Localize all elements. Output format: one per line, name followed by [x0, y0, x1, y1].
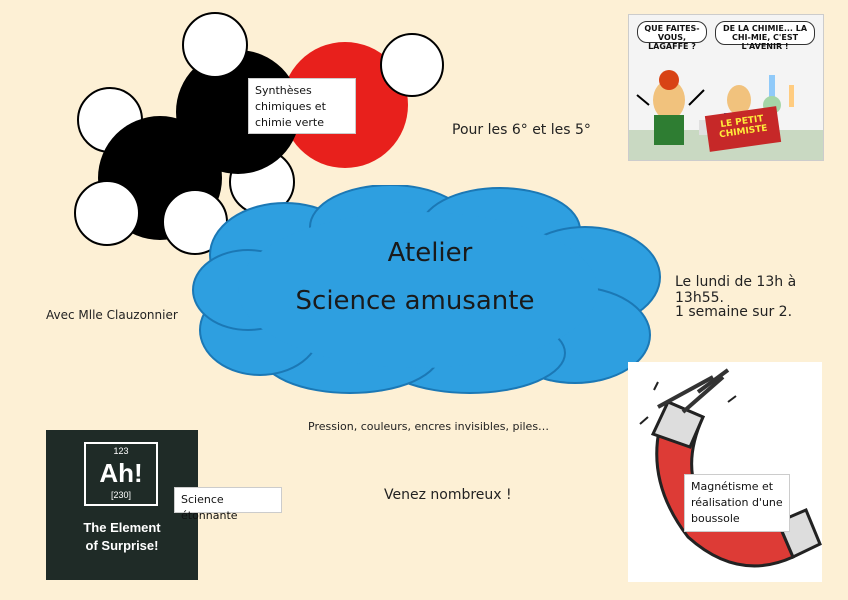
magnet-label: Magnétisme et réalisation d'une boussole	[684, 474, 790, 532]
comic-image: QUE FAITES-VOUS, LAGAFFE ? DE LA CHIMIE.…	[628, 14, 824, 161]
cloud-shape	[192, 185, 661, 394]
magnet-illustration	[639, 368, 822, 568]
magnet-image: Magnétisme et réalisation d'une boussole	[628, 362, 822, 582]
cloud-subtitle: Science amusante	[295, 286, 535, 316]
element-mass: [230]	[110, 490, 132, 500]
atom-hydrogen	[182, 12, 248, 78]
molecule-label: Synthèses chimiques et chimie verte	[248, 78, 356, 134]
atom-hydrogen	[380, 33, 444, 97]
element-symbol-box: 123 Ah! [230]	[84, 442, 158, 506]
topics-text: Pression, couleurs, encres invisibles, p…	[308, 420, 550, 433]
invitation-text: Venez nombreux !	[384, 487, 512, 503]
comic-bubble-right: DE LA CHIMIE... LA CHI-MIE, C'EST L'AVEN…	[715, 21, 815, 51]
element-tile: 123 Ah! [230] The Element of Surprise!	[46, 430, 198, 580]
element-number: 123	[113, 446, 129, 456]
atom-hydrogen	[74, 180, 140, 246]
element-caption-line1: The Element	[83, 520, 161, 535]
schedule-frequency: 1 semaine sur 2.	[675, 304, 793, 320]
element-caption-line2: of Surprise!	[85, 538, 159, 553]
molecule-graphic	[74, 12, 444, 255]
teacher-text: Avec Mlle Clauzonnier	[46, 308, 178, 322]
comic-bubble-left: QUE FAITES-VOUS, LAGAFFE ?	[637, 21, 707, 51]
cloud-title: Atelier	[387, 238, 473, 268]
schedule-time: Le lundi de 13h à 13h55.	[675, 274, 797, 306]
element-symbol: Ah!	[99, 458, 143, 488]
audience-text: Pour les 6° et les 5°	[452, 122, 591, 138]
element-label: Science étonnante	[174, 487, 282, 522]
